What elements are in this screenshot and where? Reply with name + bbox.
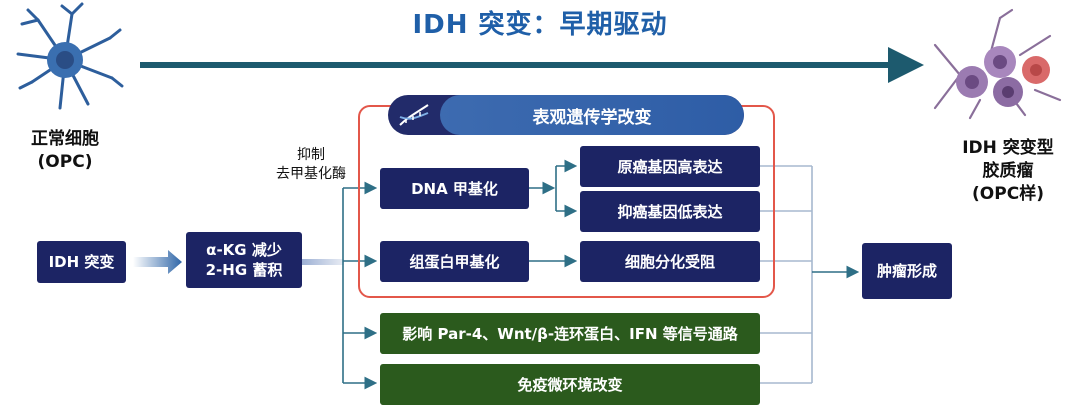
oncogene-high-box: 原癌基因高表达 xyxy=(580,146,760,187)
inhibit-note-line2: 去甲基化酶 xyxy=(276,166,346,182)
normal-cell-name: 正常细胞 xyxy=(31,129,99,149)
tumor-cell-type: (OPC样) xyxy=(972,184,1044,204)
differentiation-block-box: 细胞分化受阻 xyxy=(580,241,760,282)
diagram-title: IDH 突变：早期驱动 xyxy=(412,10,668,40)
inhibit-note-line1: 抑制 xyxy=(297,147,325,163)
akg-2hg-box: α-KG 减少 2-HG 蓄积 xyxy=(186,232,302,288)
histone-methylation-box: 组蛋白甲基化 xyxy=(380,241,529,282)
idh-mutation-box: IDH 突变 xyxy=(37,241,126,283)
dna-methylation-box: DNA 甲基化 xyxy=(380,168,529,209)
epigenetic-header: 表观遗传学改变 xyxy=(388,95,744,135)
normal-cell-label: 正常细胞 (OPC) xyxy=(10,128,120,174)
tumor-cell-name: IDH 突变型 xyxy=(962,138,1054,158)
akg-line: α-KG 减少 xyxy=(206,241,282,259)
dna-icon xyxy=(399,104,429,126)
immune-box: 免疫微环境改变 xyxy=(380,364,760,405)
tumor-cell-label: IDH 突变型 胶质瘤 (OPC样) xyxy=(948,137,1068,206)
tumor-formation-box: 肿瘤形成 xyxy=(862,243,952,299)
tumor-cells-icon xyxy=(933,8,1062,120)
gradient-arrow xyxy=(133,250,182,274)
epigenetic-title: 表观遗传学改变 xyxy=(440,95,744,135)
inhibit-note: 抑制 去甲基化酶 xyxy=(256,146,366,184)
suppressor-low-box: 抑癌基因低表达 xyxy=(580,191,760,232)
2hg-line: 2-HG 蓄积 xyxy=(205,261,283,279)
normal-cell-type: (OPC) xyxy=(37,152,93,172)
signaling-box: 影响 Par-4、Wnt/β-连环蛋白、IFN 等信号通路 xyxy=(380,313,760,354)
tumor-cell-name-2: 胶质瘤 xyxy=(982,161,1034,181)
